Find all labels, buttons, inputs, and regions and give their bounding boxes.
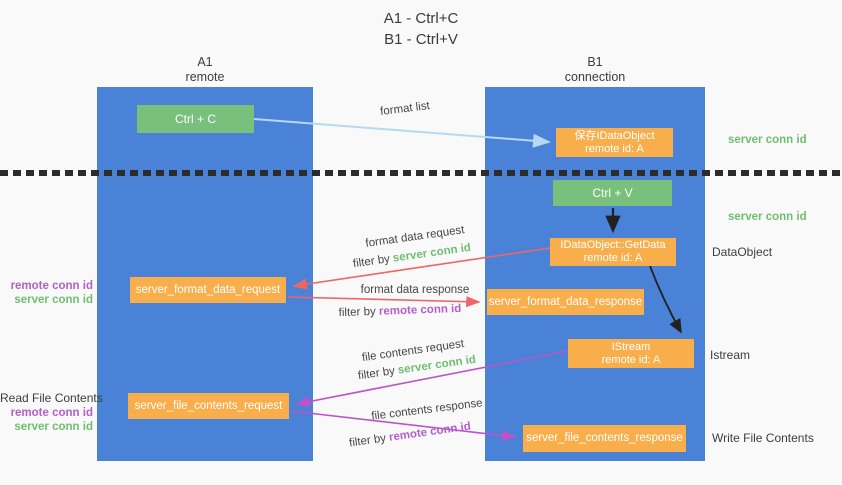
column-b1-role: connection (564, 70, 626, 84)
istream-annotation: Istream (710, 348, 751, 362)
istream-line1: IStream (611, 340, 651, 353)
read-file-contents-annotation: Read File Contents (0, 391, 103, 405)
ctrl-c-label: Ctrl + C (174, 111, 216, 126)
file-response-label: server_file_contents_response (526, 432, 683, 444)
server-format-data-response-box: server_format_data_response (487, 289, 644, 315)
remote-conn-id-text: remote conn id (388, 420, 472, 444)
ctrl-c-action-box: Ctrl + C (137, 105, 254, 133)
server-file-contents-request-box: server_file_contents_request (128, 393, 289, 419)
getdata-line2: remote id: A (583, 252, 643, 264)
title-line-1: A1 - Ctrl+C (383, 10, 459, 27)
file-request-label: server_file_contents_request (134, 399, 283, 412)
column-header-a1: A1 remote (97, 55, 313, 85)
column-header-b1: B1 connection (485, 55, 705, 85)
format-response-label: server_format_data_response (488, 295, 643, 308)
istream-line2: remote id: A (601, 353, 661, 366)
title-line-2: B1 - Ctrl+V (384, 31, 458, 48)
getdata-line1: IDataObject::GetData (560, 239, 666, 251)
idataobject-getdata-box: IDataObject::GetData remote id: A (550, 238, 676, 266)
server-file-contents-response-box: server_file_contents_response (523, 425, 686, 452)
filter-by-text: filter by (338, 305, 380, 320)
server-conn-id-annotation-top: server conn id (728, 134, 807, 146)
filter-by-text: filter by (352, 252, 394, 271)
session-divider-dashed-line (0, 170, 842, 176)
save-idataobject-line1: 保存IDataObject (574, 129, 655, 142)
save-idataobject-box: 保存IDataObject remote id: A (556, 128, 673, 157)
format-request-label: server_format_data_request (135, 283, 281, 296)
ctrl-v-label: Ctrl + V (592, 185, 633, 200)
filter-by-text: filter by (357, 364, 399, 383)
column-a1-role: remote (185, 70, 225, 84)
column-b1-id: B1 (587, 55, 603, 69)
server-conn-id-annotation: server conn id (14, 294, 93, 306)
save-idataobject-line2: remote id: A (585, 142, 644, 155)
write-file-contents-annotation: Write File Contents (712, 431, 814, 445)
istream-box: IStream remote id: A (568, 339, 694, 368)
left-conn-id-annotations-top: remote conn id server conn id (0, 279, 93, 307)
remote-conn-id-text: remote conn id (378, 302, 462, 318)
format-data-response-label: format data response (360, 284, 470, 296)
column-a1-id: A1 (197, 55, 213, 69)
remote-conn-id-annotation: remote conn id (10, 407, 93, 419)
format-data-response-filter-label: filter by remote conn id (330, 302, 470, 321)
server-conn-id-annotation-mid: server conn id (728, 211, 807, 223)
diagram-title: A1 - Ctrl+C B1 - Ctrl+V (0, 8, 842, 50)
server-format-data-request-box: server_format_data_request (130, 277, 286, 303)
ctrl-v-action-box: Ctrl + V (553, 180, 672, 206)
server-conn-id-annotation: server conn id (14, 421, 93, 433)
dataobject-annotation: DataObject (712, 245, 773, 259)
read-file-contents-annotations: Read File Contents remote conn id server… (0, 391, 103, 434)
format-list-arrow-label: format list (379, 100, 431, 118)
remote-conn-id-annotation: remote conn id (10, 280, 93, 292)
filter-by-text: filter by (348, 431, 390, 450)
